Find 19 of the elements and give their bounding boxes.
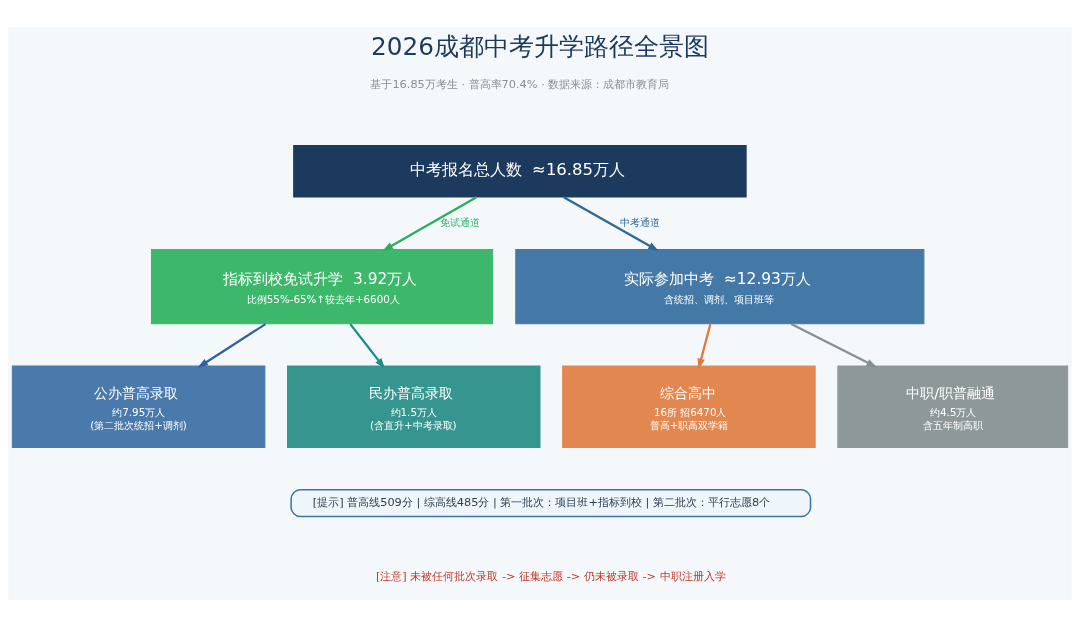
- arrow: [790, 322, 878, 368]
- label: 基于16.85万考生 · 普高率70.4% · 数据来源：成都市教育局: [370, 76, 670, 91]
- node-box: 指标到校免试升学 3.92万人 比例55%-65%↑较去年+6600人: [150, 249, 494, 325]
- diagram-title: 2026成都中考升学路径全景图: [371, 32, 709, 62]
- arrow: [349, 323, 385, 369]
- node-box: 公办普高录取 约7.95万人 (第二批次统招+调剂): [11, 365, 266, 448]
- edge-label: 免试通道: [440, 215, 481, 228]
- node-box: 中职/职普融通 约4.5万人 含五年制高职: [837, 365, 1069, 448]
- node-box: 综合高中 16所 招6470人 普高+职高双学籍: [562, 365, 816, 448]
- node-box: [提示] 普高线509分 | 综高线485分 | 第一批次：项目班+指标到校 | 第二批次：平行志愿8个: [290, 488, 812, 518]
- arrow: [563, 196, 659, 252]
- arrow: [197, 323, 267, 368]
- arrow: [382, 196, 478, 252]
- label: [注意] 未被任何批次录取 -> 征集志愿 -> 仍未被录取 -> 中职注册入学: [375, 569, 726, 584]
- node-box: 民办普高录取 约1.5万人 (含直升+中考录取): [287, 365, 541, 448]
- arrow: [697, 323, 712, 370]
- edge-label: 中考通道: [620, 215, 661, 228]
- node-box: 中考报名总人数 ≈16.85万人: [293, 145, 747, 198]
- node-box: 实际参加中考 ≈12.93万人 含统招、调剂、项目班等: [515, 249, 925, 325]
